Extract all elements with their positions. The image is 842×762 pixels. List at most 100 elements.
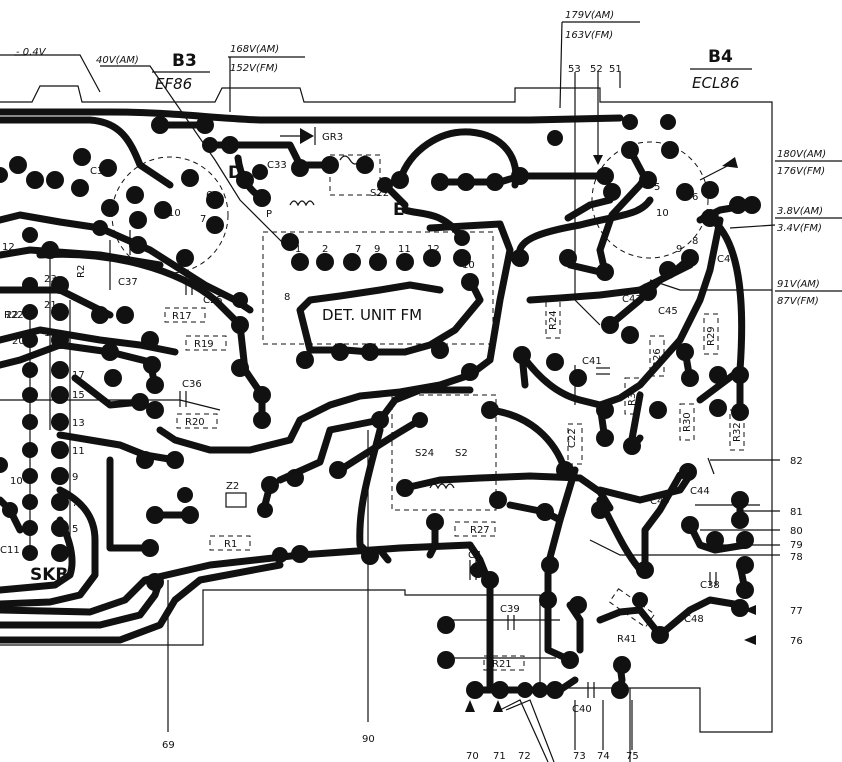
b4-pin-9: 9 (676, 244, 682, 255)
voltage-b3-grid-am: 40V(AM) (96, 55, 139, 66)
label-c4x: C4 (468, 550, 481, 561)
label-s2x: S2 (455, 448, 468, 459)
ref-70: 70 (466, 751, 479, 762)
voltage-b3-anode-am: 168V(AM) (230, 44, 279, 55)
det-pin-9: 9 (374, 244, 380, 255)
b3-pin-7: 7 (200, 214, 206, 225)
label-r21: R21 (492, 659, 512, 670)
top-pin-51: 51 (609, 64, 622, 75)
b4-pin-6: 6 (692, 192, 698, 203)
ref-73: 73 (573, 751, 586, 762)
ref-78: 78 (790, 552, 803, 563)
skb-pin-10: 10 (10, 476, 23, 487)
ref-72: 72 (518, 751, 531, 762)
label-r29: R29 (706, 326, 717, 346)
voltage-minus04: - 0.4V (16, 47, 47, 58)
b3-pin-6: 6 (206, 190, 212, 201)
skb-pin-12: 12 (2, 242, 15, 253)
ref-79: 79 (790, 540, 803, 551)
label-d: D (228, 163, 242, 183)
label-c40: C40 (572, 704, 592, 715)
e-label: E (393, 200, 405, 220)
board-outline (0, 85, 773, 762)
thin-wires (0, 21, 780, 762)
right-ref-labels: 82 81 80 79 78 77 76 (790, 456, 803, 647)
component-symbols (179, 127, 717, 698)
label-r41: R41 (617, 634, 637, 645)
ref-82: 82 (790, 456, 803, 467)
voltage-b4-a-am: 180V(AM) (777, 149, 826, 160)
label-r17: R17 (172, 311, 192, 322)
tube-b4-id: B4 (708, 47, 733, 67)
label-r1: R1 (224, 539, 237, 550)
voltage-b4-k-fm: 3.4V(FM) (777, 223, 822, 234)
label-c39: C39 (500, 604, 520, 615)
skb-pin-19: 19 (44, 328, 57, 339)
voltage-b3-anode-fm: 152V(FM) (230, 63, 278, 74)
tube-b3-type: EF86 (155, 75, 192, 93)
det-pin-11: 11 (398, 244, 411, 255)
ref-69: 69 (162, 740, 175, 751)
ref-74: 74 (597, 751, 610, 762)
label-c33: C33 (267, 160, 287, 171)
tube-b4-type: ECL86 (692, 74, 739, 92)
skb-pin-11: 11 (72, 446, 85, 457)
skb-pin-25: 25 (44, 248, 57, 259)
ref-76: 76 (790, 636, 803, 647)
module-labels: DET. UNIT FM SKB P E (30, 200, 422, 585)
label-z2: Z2 (226, 481, 239, 492)
label-r19: R19 (194, 339, 214, 350)
skb-pin-15: 15 (72, 390, 85, 401)
voltage-b4-g-am: 91V(AM) (777, 279, 820, 290)
b3-pin-8: 8 (284, 292, 290, 303)
label-c3: C3 (90, 166, 103, 177)
label-r24: R24 (548, 310, 559, 330)
label-r27: R27 (470, 525, 490, 536)
det-pin-12: 12 (427, 244, 440, 255)
skb-pin-22: 22 (6, 310, 19, 321)
skb-pin-5: 5 (72, 524, 78, 535)
solder-pads (0, 114, 761, 699)
top-pin-53: 53 (568, 64, 581, 75)
ref-75: 75 (626, 751, 639, 762)
det-pin-10: 10 (462, 260, 475, 271)
b4-pin-5: 5 (654, 182, 660, 193)
ref-77: 77 (790, 606, 803, 617)
voltage-top-fm: 163V(FM) (565, 30, 613, 41)
tube-labels: B3 EF86 B4 ECL86 (152, 47, 752, 93)
ref-80: 80 (790, 526, 803, 537)
label-c37: C37 (118, 277, 138, 288)
label-r2: R2 (76, 265, 87, 278)
top-pin-labels: 53 52 51 (568, 64, 622, 75)
voltage-b4-g-fm: 87V(FM) (777, 296, 819, 307)
label-c38: C38 (700, 580, 720, 591)
voltage-b4-a-fm: 176V(FM) (777, 166, 825, 177)
tube-pin-labels: 6 7 8 10 6 7 8 9 10 5 (168, 182, 706, 303)
label-s24: S24 (415, 448, 434, 459)
label-c49: C49 (650, 496, 670, 507)
skb-pin-23: 23 (44, 274, 57, 285)
label-r22: R22 (4, 310, 24, 321)
skb-pin-17: 17 (72, 370, 85, 381)
arrows (465, 155, 756, 712)
skb-pin-20: 20 (12, 336, 25, 347)
label-c41: C41 (582, 356, 602, 367)
p-label: P (266, 209, 272, 220)
label-c44: C44 (690, 486, 710, 497)
voltage-labels: - 0.4V 40V(AM) 168V(AM) 152V(FM) 179V(AM… (14, 10, 842, 307)
label-c22: C22 (567, 428, 578, 448)
skb-pin-9: 9 (72, 472, 78, 483)
label-r31: R31 (627, 386, 638, 406)
skb-pin-21: 21 (44, 300, 57, 311)
tube-b3-id: B3 (172, 51, 197, 71)
det-unit-label: DET. UNIT FM (322, 306, 422, 324)
label-c45: C45 (658, 306, 678, 317)
b4-socket-outline (591, 141, 709, 259)
component-labels: GR3 C33 S22 C37 C25 R17 R19 C36 R20 Z2 R… (0, 132, 743, 715)
label-c48: C48 (684, 614, 704, 625)
label-c43: C43 (622, 294, 642, 305)
det-pin-7: 7 (355, 244, 361, 255)
top-pin-52: 52 (590, 64, 603, 75)
